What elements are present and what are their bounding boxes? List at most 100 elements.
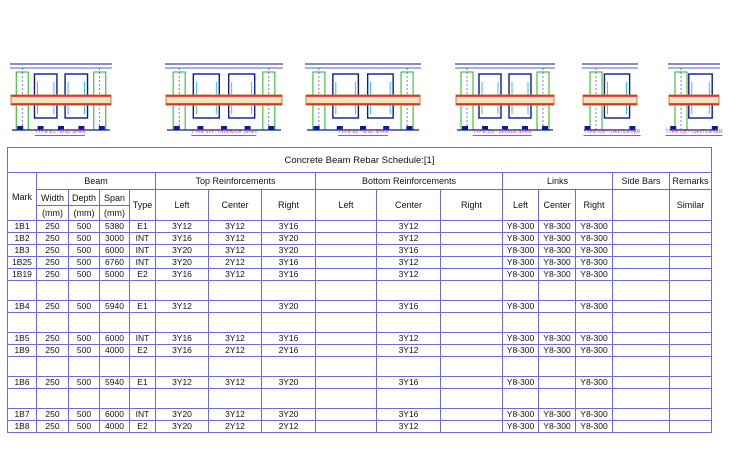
spacer-cell [208,280,262,301]
spacer-cell [129,356,156,377]
support-mark [37,126,44,130]
cell-links-left: Y8-300 [502,408,539,421]
cell-depth: 500 [68,300,100,313]
beam-body [668,94,720,106]
unit-depth: (mm) [68,205,100,221]
cell-top-right: 3Y16 [261,256,316,269]
spacer-cell [129,312,156,333]
cell-mark: 1B19 [7,268,37,281]
cell-remarks [669,420,712,433]
cell-bottom-left [315,344,377,357]
cell-width: 250 [36,220,69,233]
spacer-cell [99,388,130,409]
cell-mark: 1B7 [7,408,37,421]
cell-top-left: 3Y20 [155,420,209,433]
cell-mark: 1B6 [7,376,37,389]
cell-width: 250 [36,408,69,421]
spacer-cell [129,280,156,301]
cell-bottom-left [315,232,377,245]
support-mark [336,126,343,130]
support-mark [711,126,718,130]
cell-type: INT [129,256,156,269]
cell-links-right: Y8-300 [575,256,613,269]
cell-remarks [669,344,712,357]
cell-depth: 500 [68,220,100,233]
beam-body [10,94,112,106]
cell-links-right: Y8-300 [575,268,613,281]
cell-type: INT [129,332,156,345]
cell-side-bars [612,408,670,421]
support-mark [221,126,227,130]
support-mark [629,126,636,130]
cell-top-right: 3Y16 [261,268,316,281]
cell-top-right: 3Y20 [261,244,316,257]
diagram-label: TYPE SS - SINGLE SPAN [472,129,532,136]
cell-side-bars [612,300,670,313]
cell-mark: 1B3 [7,244,37,257]
diagram-label: TYPE E1 - END SPAN [34,129,86,136]
spacer-cell [155,388,209,409]
support-mark [78,126,85,130]
cell-bottom-center: 3Y12 [376,420,441,433]
spacer-cell [440,280,503,301]
cell-bottom-left [315,300,377,313]
spacer-cell [575,312,613,333]
spacer-cell [376,280,441,301]
cell-links-left: Y8-300 [502,256,539,269]
cell-span: 6000 [99,408,130,421]
spacer-cell [315,356,377,377]
spacer-cell [7,312,37,333]
cell-bottom-left [315,268,377,281]
unit-span: (mm) [99,205,130,221]
cell-span: 6000 [99,332,130,345]
header-bottom-right: Right [440,189,503,221]
cell-side-bars [612,332,670,345]
cell-top-center: 3Y12 [208,268,262,281]
spacer-cell [575,356,613,377]
cell-links-right: Y8-300 [575,244,613,257]
header-depth: Depth [68,189,100,206]
cell-remarks [669,232,712,245]
cell-span: 4000 [99,420,130,433]
spacer-cell [155,280,209,301]
cell-remarks [669,300,712,313]
cell-links-left: Y8-300 [502,268,539,281]
cell-mark: 1B8 [7,420,37,433]
spacer-cell [68,312,100,333]
cell-span: 6000 [99,244,130,257]
spacer-cell [575,388,613,409]
header-links-center: Center [538,189,576,221]
cell-depth: 500 [68,268,100,281]
spacer-cell [155,356,209,377]
cell-depth: 500 [68,408,100,421]
beam-body [455,94,555,106]
cell-span: 3000 [99,232,130,245]
spacer-cell [261,356,316,377]
cell-top-left: 3Y20 [155,256,209,269]
cell-links-left: Y8-300 [502,420,539,433]
header-group-beam: Beam [36,172,156,190]
diagram-label: TYPE E2 - END SPAN [337,129,389,136]
cell-mark: 1B25 [7,256,37,269]
cell-links-center: Y8-300 [538,220,576,233]
cell-bottom-right [440,332,503,345]
header-group-links: Links [502,172,613,190]
cell-top-left: 3Y16 [155,232,209,245]
spacer-cell [502,356,539,377]
unit-width: (mm) [36,205,69,221]
header-span: Span [99,189,130,206]
header-width: Width [36,189,69,206]
cell-width: 250 [36,376,69,389]
cell-bottom-center: 3Y12 [376,256,441,269]
header-side-bars-sub [612,189,670,221]
spacer-cell [315,312,377,333]
cell-links-center: Y8-300 [538,408,576,421]
beam-body [305,94,421,106]
cell-depth: 500 [68,232,100,245]
cell-width: 250 [36,268,69,281]
cell-top-right: 2Y16 [261,344,316,357]
cell-links-right: Y8-300 [575,408,613,421]
